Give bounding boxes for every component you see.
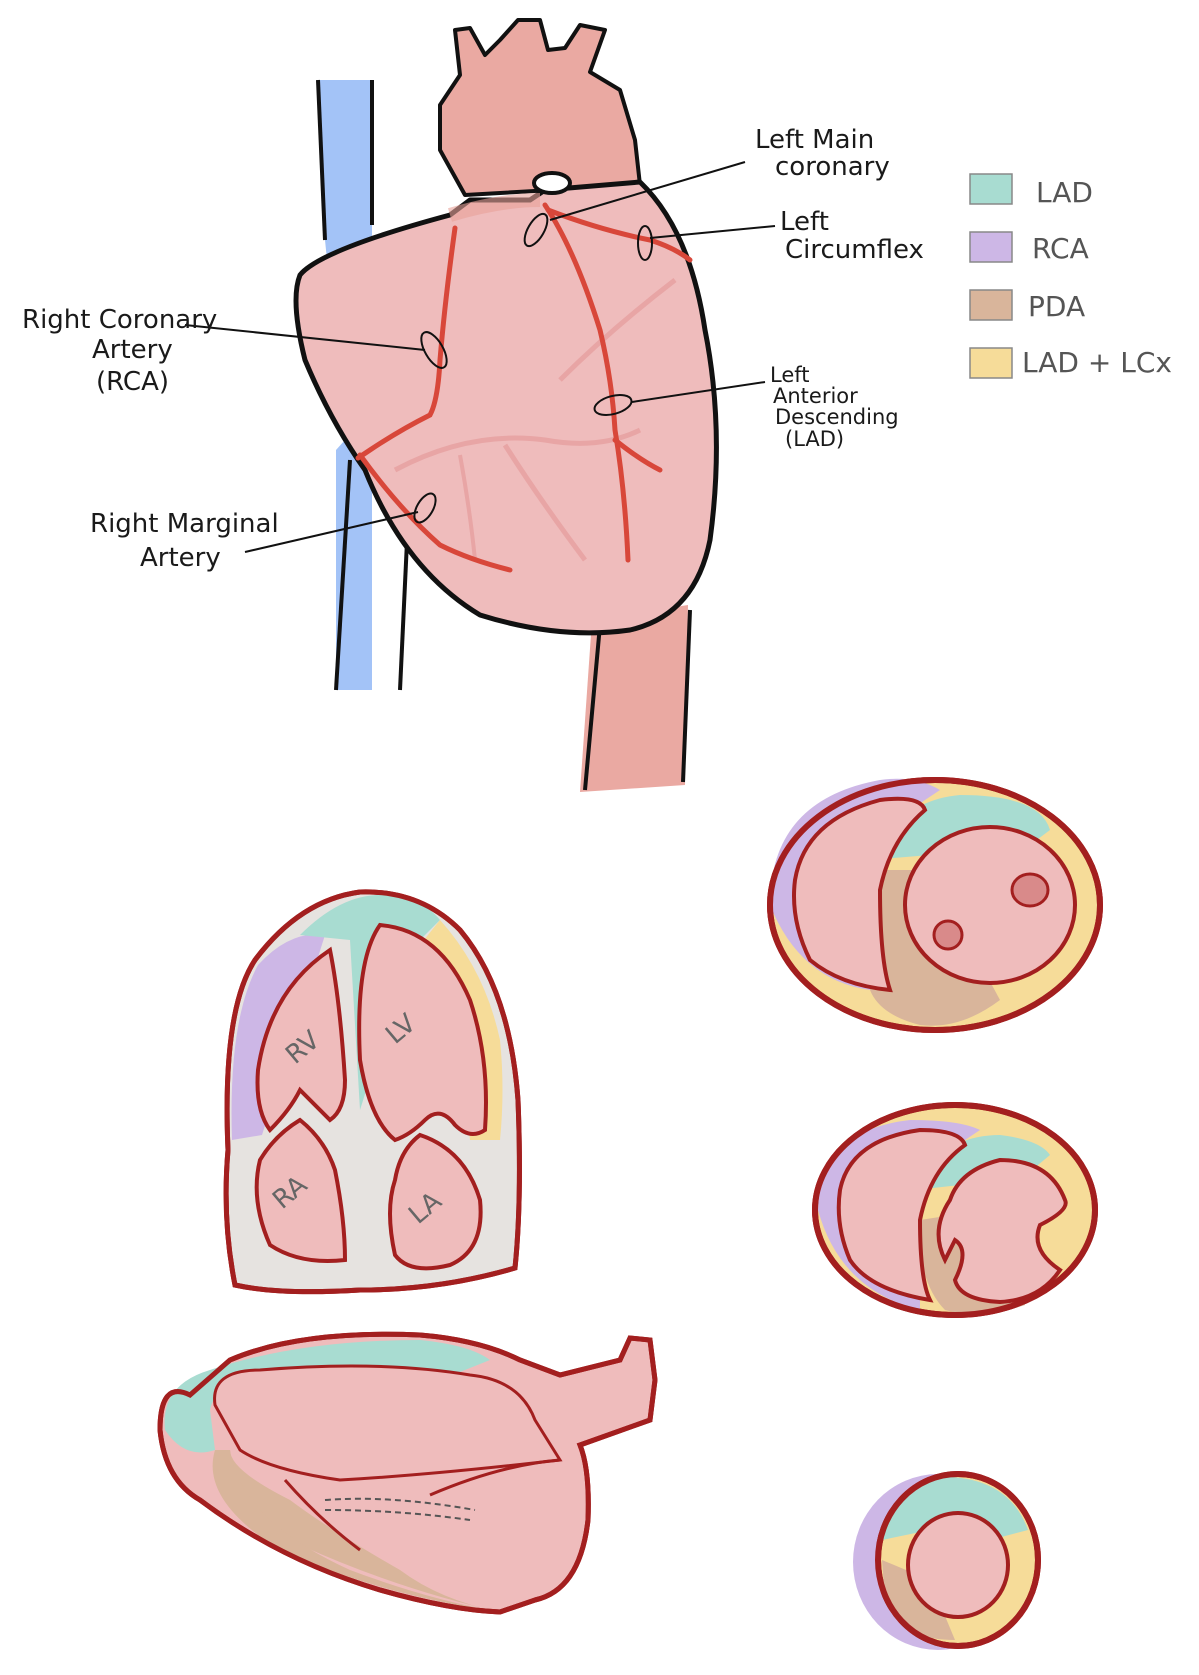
left-ventricle xyxy=(357,922,488,1143)
rca-artery xyxy=(355,225,458,461)
descending-aorta xyxy=(580,605,688,792)
legend-label-lad-lcx: LAD + LCx xyxy=(1022,346,1172,379)
coronary-arteries xyxy=(355,202,693,573)
short-axis-mid xyxy=(812,1102,1098,1318)
rv-cavity-mid xyxy=(836,1127,968,1303)
rv-cavity-base xyxy=(792,796,928,993)
lv-cavity-apex xyxy=(906,1511,1010,1619)
artery-labels: Left Main coronary Left Circumflex Right… xyxy=(22,125,924,573)
short-axis-apex xyxy=(853,1471,1041,1650)
heart-anterior-view xyxy=(184,18,776,792)
legend-swatch-rca xyxy=(969,231,1013,263)
right-atrium xyxy=(254,1117,348,1263)
label-right-marginal: Right Marginal Artery xyxy=(90,509,287,573)
short-axis-base xyxy=(767,777,1103,1033)
aortic-arch xyxy=(438,18,642,197)
legend-swatch-pda xyxy=(969,289,1013,321)
four-chamber-view: RV LV RA LA xyxy=(223,889,522,1295)
lcx-artery xyxy=(545,207,693,263)
right-marginal-artery xyxy=(357,452,513,573)
long-axis-view xyxy=(157,1331,658,1615)
legend-label-pda: PDA xyxy=(1028,290,1085,323)
label-left-main: Left Main coronary xyxy=(755,125,890,182)
legend-swatch-lad-lcx xyxy=(969,347,1013,379)
legend-label-rca: RCA xyxy=(1032,232,1089,265)
left-atrium xyxy=(388,1132,483,1271)
legend: LAD RCA PDA LAD + LCx xyxy=(969,173,1172,379)
lad-artery xyxy=(542,202,631,563)
label-lad: Left Anterior Descending (LAD) xyxy=(770,363,905,451)
lv-cavity-mid xyxy=(936,1157,1068,1305)
label-left-circumflex: Left Circumflex xyxy=(780,207,924,265)
lv-cavity-base xyxy=(903,825,1077,985)
heart-body xyxy=(293,179,719,636)
legend-swatch-lad xyxy=(969,173,1013,205)
legend-label-lad: LAD xyxy=(1036,176,1093,209)
right-ventricle xyxy=(255,946,348,1134)
label-rca: Right Coronary Artery (RCA) xyxy=(22,305,226,397)
